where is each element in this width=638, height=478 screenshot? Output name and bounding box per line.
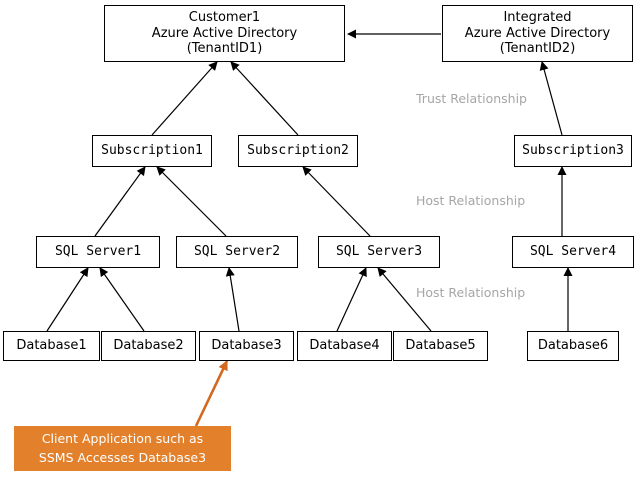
node-database1-label: Database1 xyxy=(16,338,87,354)
edge-label-host-relationship-lower: Host Relationship xyxy=(416,285,526,300)
node-subscription3-label: Subscription3 xyxy=(522,143,624,159)
node-database1[interactable]: Database1 xyxy=(3,331,100,361)
edge-callout-to-db3 xyxy=(194,360,229,427)
edge-db3-to-srv2 xyxy=(225,267,240,332)
edge-srv1-to-sub1 xyxy=(94,166,146,237)
node-subscription2[interactable]: Subscription2 xyxy=(238,135,358,167)
edge-db2-to-srv1 xyxy=(99,267,145,332)
edge-db4-to-srv3 xyxy=(336,267,367,332)
node-sql-server2[interactable]: SQL Server2 xyxy=(176,236,298,268)
edge-sub1-to-aad1 xyxy=(151,61,218,136)
node-database2-label: Database2 xyxy=(113,338,184,354)
callout-client-application[interactable]: Client Application such as SSMS Accesses… xyxy=(14,426,231,471)
node-database2[interactable]: Database2 xyxy=(101,331,196,361)
node-customer1-aad[interactable]: Customer1 Azure Active Directory (Tenant… xyxy=(104,5,345,62)
node-database5-label: Database5 xyxy=(405,338,476,354)
node-sql-server4-label: SQL Server4 xyxy=(529,244,617,260)
node-database3-label: Database3 xyxy=(211,338,282,354)
edge-sub3-to-aad2 xyxy=(539,61,563,136)
node-database5[interactable]: Database5 xyxy=(393,331,488,361)
node-sql-server3-label: SQL Server3 xyxy=(335,244,423,260)
edge-srv2-to-sub1 xyxy=(156,166,227,237)
edge-label-host-relationship-upper: Host Relationship xyxy=(416,193,526,208)
callout-line-1: Client Application such as xyxy=(41,431,204,447)
edge-label-trust-relationship: Trust Relationship xyxy=(416,91,527,106)
node-sql-server1[interactable]: SQL Server1 xyxy=(36,236,160,268)
node-sql-server1-label: SQL Server1 xyxy=(54,244,142,260)
node-database6[interactable]: Database6 xyxy=(527,331,619,361)
node-subscription1[interactable]: Subscription1 xyxy=(92,135,212,167)
edge-sub2-to-aad1 xyxy=(230,61,299,136)
node-customer1-aad-label: Customer1 Azure Active Directory (Tenant… xyxy=(151,9,298,57)
node-sql-server2-label: SQL Server2 xyxy=(193,244,281,260)
node-sql-server3[interactable]: SQL Server3 xyxy=(318,236,440,268)
node-database6-label: Database6 xyxy=(537,338,609,354)
edge-db1-to-srv1 xyxy=(46,267,89,332)
node-database4-label: Database4 xyxy=(309,338,380,354)
callout-line-2: SSMS Accesses Database3 xyxy=(38,449,207,465)
node-integrated-aad-label: Integrated Azure Active Directory (Tenan… xyxy=(464,9,611,57)
node-subscription3[interactable]: Subscription3 xyxy=(514,135,632,167)
node-subscription2-label: Subscription2 xyxy=(247,143,349,159)
node-integrated-aad[interactable]: Integrated Azure Active Directory (Tenan… xyxy=(442,5,633,62)
edge-srv3-to-sub2 xyxy=(302,166,371,237)
node-subscription1-label: Subscription1 xyxy=(101,143,203,159)
node-database4[interactable]: Database4 xyxy=(297,331,392,361)
node-sql-server4[interactable]: SQL Server4 xyxy=(512,236,634,268)
node-database3[interactable]: Database3 xyxy=(199,331,294,361)
